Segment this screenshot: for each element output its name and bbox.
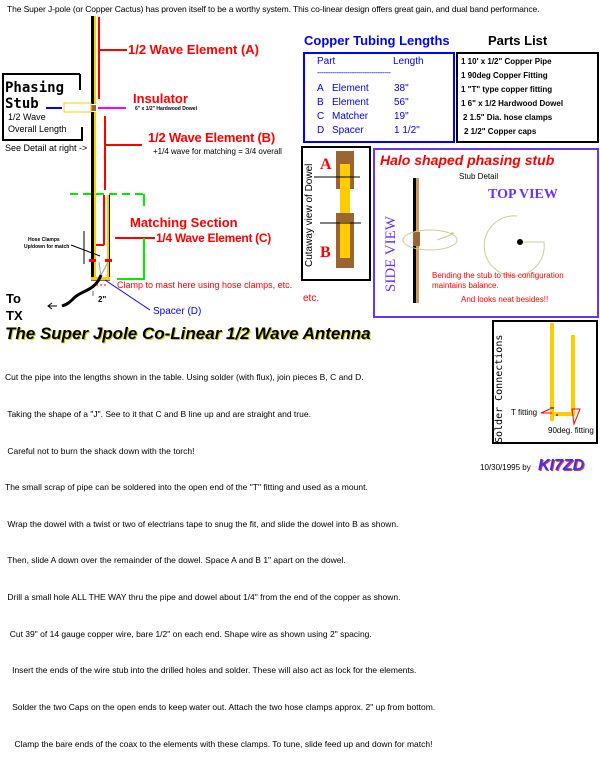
article-title: The Super Jpole Co-Linear 1/2 Wave Anten… (5, 324, 371, 343)
list-item: 1 90deg Copper Fitting (461, 71, 548, 80)
antenna-diagram (2, 16, 599, 444)
matching-bracket (117, 194, 145, 280)
row-length: 19" (394, 111, 409, 122)
list-item: 1 10' x 1/2" Copper Pipe (461, 57, 552, 66)
see-detail-label: See Detail at right -> (5, 143, 88, 153)
row-letter: A (317, 83, 324, 94)
row-length: 1 1/2" (394, 125, 420, 136)
list-item: 1 6" x 1/2 Hardwood Dowel (461, 99, 564, 108)
table-row: C Matcher 19" (317, 110, 420, 124)
phasing-stub-line1: 1/2 Wave (8, 112, 46, 122)
parts-list: 1 10' x 1/2" Copper Pipe 1 90deg Copper … (461, 55, 563, 139)
row-letter: B (317, 97, 324, 108)
clamp-note: Clamp to mast here using hose clamps, et… (117, 280, 293, 290)
spacer-label: Spacer (D) (153, 306, 202, 317)
article-line: The small scrap of pipe can be soldered … (5, 482, 368, 493)
tubing-divider: ---------------------------------- (317, 68, 391, 77)
phasing-stub-line2: Overall Length (8, 124, 67, 134)
row-length: 56" (394, 97, 409, 108)
row-part: Spacer (332, 125, 364, 136)
insulator-note: 6" x 1/2" Hardwood Dowel (135, 106, 197, 112)
halo-title: Halo shaped phasing stub (380, 152, 555, 168)
phasing-stub-title: Phasing Stub (5, 80, 64, 112)
row-letter: C (317, 111, 325, 122)
solder-box (492, 320, 598, 444)
article-line: Wrap the dowel with a twist or two of el… (5, 518, 399, 529)
cutaway-box (301, 146, 371, 281)
cutaway-label: Cutaway view of Dowel (304, 163, 315, 267)
element-b-label: 1/2 Wave Element (B) (148, 130, 276, 145)
halo-note-3: And looks neat besides!! (461, 295, 549, 304)
coax-cable (61, 274, 103, 308)
tubing-box (303, 52, 455, 143)
cutaway-a: A (320, 156, 332, 173)
row-part: Element (332, 83, 369, 94)
to-tx-label: To TX (6, 290, 23, 324)
row-length: 38" (394, 83, 409, 94)
element-a-label: 1/2 Wave Element (A) (128, 42, 260, 57)
callsign-logo: KI7ZD (538, 457, 585, 474)
solder-label: Solder Connections (494, 334, 505, 443)
insulator-dowel (91, 105, 96, 111)
to-tx-line2: TX (6, 308, 23, 323)
row-part: Matcher (332, 111, 369, 122)
cutaway-b: B (320, 244, 331, 261)
bracket-a (96, 17, 155, 246)
tubing-title: Copper Tubing Lengths (304, 33, 450, 48)
article-line: Insert the ends of the wire stub into th… (5, 665, 417, 676)
phasing-stub-connector (63, 102, 92, 113)
list-item: 2 1/2" Copper caps (464, 127, 537, 136)
elbow-label: 90deg. fitting (548, 426, 594, 435)
spacing-label: 2" (98, 295, 107, 304)
hose-clamps-label: Hose Clamps (28, 237, 60, 243)
pipe-a (91, 16, 96, 104)
halo-note-1: Bending the stub to this configuration (432, 271, 564, 280)
tubing-header-length: Length (393, 56, 424, 67)
side-view-label: SIDE VIEW (383, 216, 399, 292)
intro-text: The Super J-pole (or Copper Cactus) has … (7, 4, 540, 14)
article-line: Clamp the bare ends of the coax to the e… (5, 738, 433, 749)
list-item: 1 "T" type copper fitting (461, 85, 553, 94)
halo-box (373, 148, 599, 318)
list-item: 2 1.5" Dia. hose clamps (463, 113, 553, 122)
footer-date: 10/30/1995 by (480, 463, 531, 472)
halo-note: Bending the stub to this configuration m… (432, 271, 564, 291)
article-line: Cut 39" of 14 gauge copper wire, bare 1/… (5, 628, 372, 639)
table-row: D Spacer 1 1/2" (317, 124, 420, 138)
tubing-rows: A Element 38" B Element 56" C Matcher 19" D Spa… (317, 82, 420, 138)
halo-note-2: maintains balance. (432, 281, 499, 290)
halo-subtitle: Stub Detail (459, 172, 499, 181)
article-line: Taking the shape of a "J". See to it tha… (5, 409, 311, 420)
article-body: Cut the pipe into the lengths shown in t… (5, 347, 435, 762)
to-tx-line1: To (6, 291, 21, 306)
table-row: B Element 56" (317, 96, 420, 110)
table-row: A Element 38" (317, 82, 420, 96)
matching-section-label: Matching Section (130, 215, 238, 230)
pipe-b (91, 112, 96, 278)
row-letter: D (317, 125, 325, 136)
hose-clamps-note: Up/down for match (24, 244, 70, 250)
phasing-stub-title-1: Phasing (5, 80, 65, 96)
article-line: Cut the pipe into the lengths shown in t… (5, 372, 364, 383)
top-view-label: TOP VIEW (488, 187, 558, 202)
article-line: Drill a small hole ALL THE WAY thru the … (5, 592, 401, 603)
t-fitting-label: T fitting (511, 408, 538, 417)
phasing-stub-box (2, 73, 83, 141)
tubing-header-part: Part (317, 56, 336, 67)
parts-title: Parts List (488, 33, 548, 48)
parts-box (456, 52, 599, 143)
element-b-note: +1/4 wave for matching = 3/4 overall (153, 147, 282, 156)
phasing-stub-title-2: Stub (5, 96, 39, 112)
article-line: Then, slide A down over the remainder of… (5, 555, 346, 566)
row-part: Element (332, 97, 369, 108)
insulator-label: Insulator (133, 91, 188, 106)
element-c-label: 1/4 Wave Element (C) (156, 231, 271, 245)
article-line: Careful not to burn the shack down with … (5, 445, 195, 456)
article-line: Solder the two Caps on the open ends to … (5, 701, 436, 712)
etc-label: etc. (303, 293, 320, 304)
